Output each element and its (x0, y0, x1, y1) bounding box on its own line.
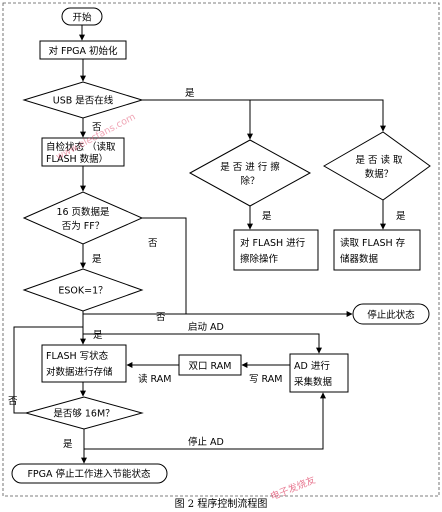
page-ff-yes-label: 是 (92, 254, 102, 265)
erase-decision-label-2: 除？ (240, 175, 259, 187)
dual-ram-label: 双口 RAM (189, 361, 232, 372)
erase-op-node: 对 FLASH 进行 擦除操作 (233, 229, 319, 271)
flash-write-node: FLASH 写状态 对数据进行存储 (41, 344, 127, 383)
read-op-label-2: 储器数据 (340, 253, 379, 265)
start-node: 开始 (61, 7, 103, 26)
read-op-node: 读取 FLASH 存 储器数据 (333, 229, 421, 271)
esok-label: ESOK=1？ (58, 286, 107, 297)
read-decision-label-1: 是 否 读 取 (355, 154, 403, 166)
init-node: 对 FPGA 初始化 (39, 40, 127, 60)
usb-no-label: 否 (92, 122, 102, 133)
full-16m-label: 是否够 16M？ (53, 409, 114, 420)
ad-node: AD 进行 采集数据 (289, 353, 349, 393)
page-ff-label-2: 否为 FF？ (62, 220, 104, 232)
connectors (13, 25, 386, 464)
erase-decision-label-1: 是 否 进 行 擦 (220, 161, 280, 173)
read-yes-label: 是 (396, 211, 406, 222)
page-ff-label-1: 16 页数据是 (56, 206, 110, 218)
read-ram-label: 读 RAM (138, 373, 171, 385)
page-ff-decision: 16 页数据是 否为 FF？ (22, 191, 144, 245)
end-label: FPGA 停止工作进入节能状态 (27, 468, 151, 480)
erase-decision: 是 否 进 行 擦 除？ (188, 139, 312, 207)
full-16m-no-label: 否 (8, 396, 18, 407)
usb-decision: USB 是否在线 (22, 81, 144, 119)
dual-ram-node: 双口 RAM (178, 354, 242, 376)
erase-op-label-1: 对 FLASH 进行 (240, 237, 306, 249)
esok-yes-label: 是 (93, 330, 103, 341)
outer-border (2, 2, 440, 497)
start-ad-label: 启动 AD (188, 321, 224, 333)
flash-write-label-2: 对数据进行存储 (46, 366, 113, 378)
full-16m-decision: 是否够 16M？ (24, 396, 144, 430)
erase-yes-label: 是 (262, 211, 272, 222)
selfcheck-label-1: 自检状态 （读取 (46, 141, 116, 153)
page-ff-no-label: 否 (148, 238, 158, 249)
stop-ad-label: 停止 AD (188, 436, 224, 448)
ad-label-2: 采集数据 (294, 376, 333, 388)
write-ram-label: 写 RAM (249, 374, 282, 385)
figure-caption: 图 2 程序控制流程图 (175, 497, 268, 510)
esok-decision: ESOK=1？ (22, 268, 144, 312)
selfcheck-label-2: FLASH 数据） (46, 153, 108, 165)
start-label: 开始 (72, 12, 92, 24)
usb-yes-label: 是 (185, 88, 195, 99)
stop-state-node: 停止此状态 (352, 303, 430, 325)
brand-watermark: 电子发烧友 (269, 474, 318, 503)
stop-state-label: 停止此状态 (367, 309, 415, 321)
end-node: FPGA 停止工作进入节能状态 (11, 463, 168, 484)
erase-op-label-2: 擦除操作 (240, 253, 279, 265)
read-decision: 是 否 读 取 数据？ (322, 131, 431, 201)
read-decision-label-2: 数据？ (365, 168, 394, 180)
selfcheck-node: 自检状态 （读取 FLASH 数据） (41, 137, 125, 167)
esok-no-label: 否 (156, 312, 166, 323)
init-label: 对 FPGA 初始化 (48, 45, 118, 57)
flash-write-label-1: FLASH 写状态 (46, 350, 109, 362)
usb-label: USB 是否在线 (53, 95, 114, 107)
ad-label-1: AD 进行 (294, 360, 330, 372)
full-16m-yes-label: 是 (63, 439, 73, 450)
read-op-label-1: 读取 FLASH 存 (340, 237, 406, 249)
